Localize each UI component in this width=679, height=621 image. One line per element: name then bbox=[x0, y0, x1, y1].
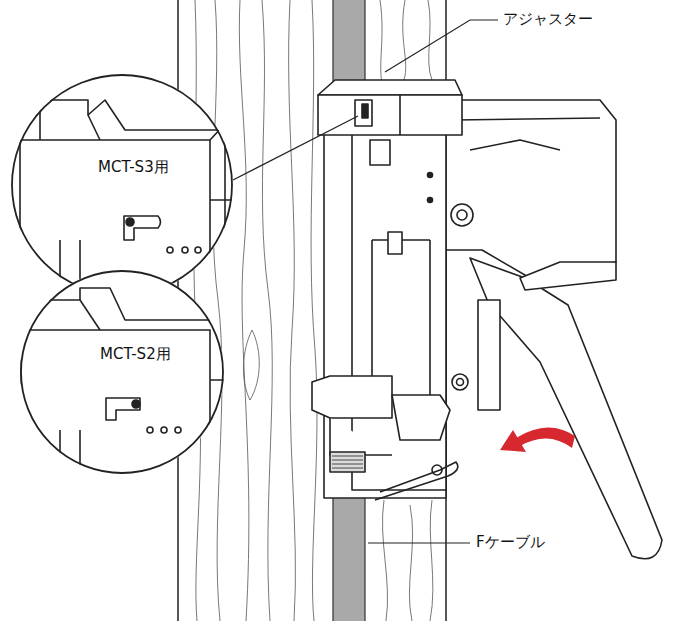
stapler-tool bbox=[312, 80, 662, 559]
motion-arrow bbox=[500, 427, 575, 452]
magnified-circle: MCT-S2用 bbox=[20, 270, 224, 474]
detail-top bbox=[11, 74, 240, 300]
circle-outline bbox=[20, 270, 224, 474]
circle-outline bbox=[11, 74, 233, 296]
detail-bottom bbox=[20, 270, 240, 480]
magnified-circle: MCT-S3用 bbox=[11, 74, 233, 296]
part-label: アジャスター bbox=[503, 10, 593, 28]
model-label: MCT-S2用 bbox=[100, 345, 171, 363]
part-label: Fケーブル bbox=[476, 533, 545, 551]
leader-lines bbox=[233, 20, 498, 543]
model-label: MCT-S3用 bbox=[98, 158, 169, 176]
